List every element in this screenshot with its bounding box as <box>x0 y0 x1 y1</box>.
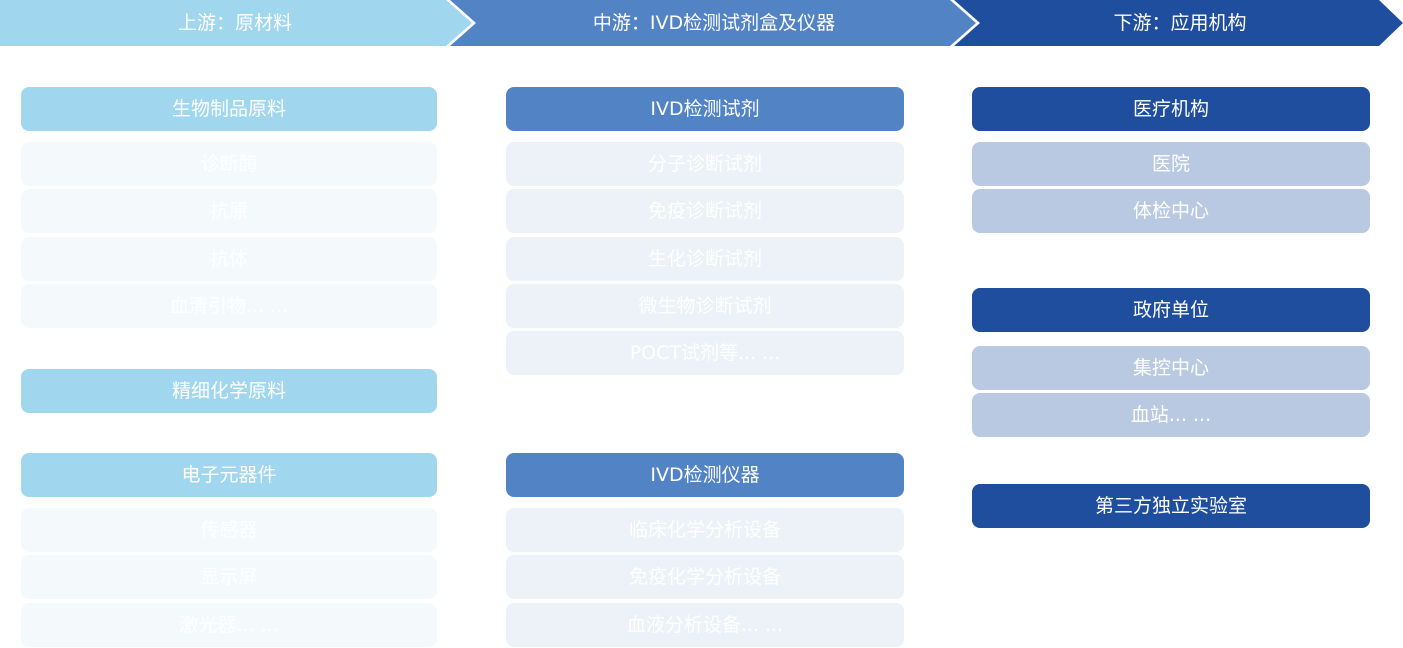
midstream-stage-label: 中游：IVD检测试剂盒及仪器 <box>592 12 836 34</box>
elec-item-laser: 激光器... ... <box>21 603 437 647</box>
reagent-item-molecular: 分子诊断试剂 <box>506 142 904 186</box>
fine-chemicals-header: 精细化学原料 <box>21 369 437 413</box>
upstream-arrow <box>0 0 472 46</box>
elec-item-display: 显示屏 <box>21 555 437 599</box>
stage-arrows <box>0 0 1403 46</box>
instrument-item-immuno-chem: 免疫化学分析设备 <box>506 555 904 599</box>
reagent-item-poct: POCT试剂等... ... <box>506 331 904 375</box>
bio-item-antigen: 抗原 <box>21 189 437 233</box>
electronic-components-header: 电子元器件 <box>21 453 437 497</box>
downstream-arrow <box>954 0 1403 46</box>
bio-item-enzyme: 诊断酶 <box>21 142 437 186</box>
government-units-header: 政府单位 <box>972 288 1370 332</box>
elec-item-sensor: 传感器 <box>21 508 437 552</box>
medical-item-checkup-center: 体检中心 <box>972 189 1370 233</box>
midstream-arrow <box>450 0 976 46</box>
bio-item-antibody: 抗体 <box>21 237 437 281</box>
gov-item-control-center: 集控中心 <box>972 346 1370 390</box>
medical-institutions-header: 医疗机构 <box>972 87 1370 131</box>
reagent-item-biochem: 生化诊断试剂 <box>506 237 904 281</box>
instrument-item-blood: 血液分析设备... ... <box>506 603 904 647</box>
ivd-reagents-header: IVD检测试剂 <box>506 87 904 131</box>
bio-materials-header: 生物制品原料 <box>21 87 437 131</box>
gov-item-blood-station: 血站... ... <box>972 393 1370 437</box>
downstream-stage-label: 下游：应用机构 <box>1113 12 1247 34</box>
medical-item-hospital: 医院 <box>972 142 1370 186</box>
ivd-instruments-header: IVD检测仪器 <box>506 453 904 497</box>
reagent-item-immuno: 免疫诊断试剂 <box>506 189 904 233</box>
third-party-lab-header: 第三方独立实验室 <box>972 484 1370 528</box>
upstream-stage-label: 上游：原材料 <box>177 12 292 34</box>
instrument-item-clinical-chem: 临床化学分析设备 <box>506 508 904 552</box>
bio-item-serum-primer: 血清引物... ... <box>21 284 437 328</box>
reagent-item-microbial: 微生物诊断试剂 <box>506 284 904 328</box>
